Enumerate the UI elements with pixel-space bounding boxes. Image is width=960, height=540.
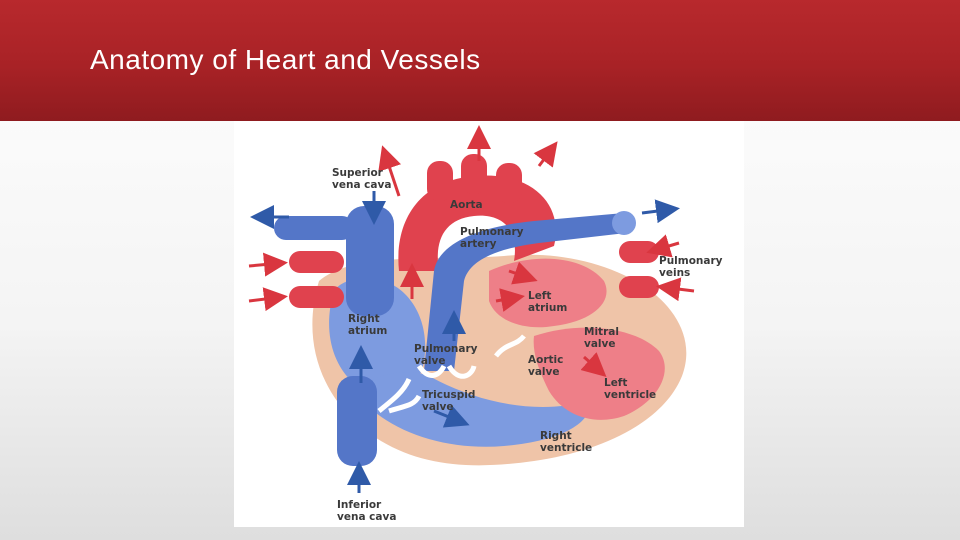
pulmonary-vein-right-2 [619,276,659,298]
label-right-atrium: Right atrium [348,313,387,337]
aorta-branch-3 [496,163,522,203]
arrow-pv-left-2 [248,287,288,312]
pulmonary-artery-right-end [612,211,636,235]
pulmonary-vein-left-2 [289,286,344,308]
arrow-la-2 [495,288,525,312]
pulmonary-artery-left-branch [274,216,354,240]
aorta-branch-1 [427,161,453,201]
superior-vena-cava [346,206,394,316]
arrow-lv [580,352,607,377]
arrow-aorta-left [378,145,402,197]
label-right-ventricle: Right ventricle [540,430,592,454]
aorta-branch-2 [461,154,487,194]
label-left-atrium: Left atrium [528,290,567,314]
arrow-pv-right-2 [656,277,695,302]
label-aorta: Aorta [450,199,483,211]
label-superior-vena-cava: Superior vena cava [332,167,391,191]
arrow-aorta-right [533,141,558,168]
aortic-valve-shape [494,334,526,358]
pulmonary-artery [424,213,626,371]
heart-diagram: Superior vena cava Aorta Pulmonary arter… [234,121,744,527]
label-pulmonary-veins: Pulmonary veins [659,255,726,279]
arrow-pv-left-1 [248,252,288,277]
inferior-vena-cava [337,376,377,466]
arrow-pv-right-1 [646,234,680,258]
label-pulmonary-artery: Pulmonary artery [460,226,527,250]
label-pulmonary-valve: Pulmonary valve [414,343,481,367]
heart-svg: Superior vena cava Aorta Pulmonary arter… [248,125,726,523]
title-bar: Anatomy of Heart and Vessels [0,0,960,121]
label-left-ventricle: Left ventricle [604,377,656,401]
right-ventricle-chamber [354,371,590,447]
label-mitral-valve: Mitral valve [584,326,623,350]
slide-title: Anatomy of Heart and Vessels [90,44,481,75]
arrow-rv [433,405,470,428]
arrow-la [508,261,538,285]
arrow-pa-right [641,199,680,224]
label-tricuspid-valve: Tricuspid valve [422,389,479,413]
label-aortic-valve: Aortic valve [528,354,567,378]
pulmonary-vein-left-1 [289,251,344,273]
pulmonary-valve-shape [416,364,477,379]
tricuspid-valve-shape [377,377,422,414]
label-inferior-vena-cava: Inferior vena cava [337,499,396,523]
